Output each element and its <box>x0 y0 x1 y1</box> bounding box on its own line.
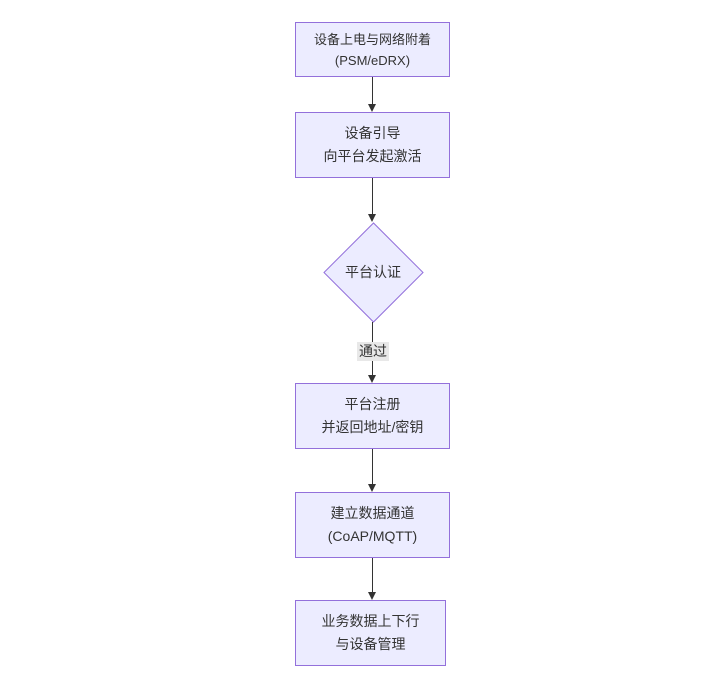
edge-5-arrowhead-icon <box>368 592 376 600</box>
node-bootstrap-activate-label: 设备引导 向平台发起激活 <box>323 125 422 164</box>
node-platform-auth-label: 平台认证 <box>345 264 401 280</box>
node-data-channel-label: 建立数据通道 (CoAP/MQTT) <box>327 505 418 544</box>
node-platform-register-label: 平台注册 并返回地址/密钥 <box>321 396 424 435</box>
node-business-data-device-mgmt-label: 业务数据上下行 与设备管理 <box>321 613 420 652</box>
edge-4-line <box>372 449 373 485</box>
node-platform-register: 平台注册 并返回地址/密钥 <box>295 383 450 449</box>
edge-3-arrowhead-icon <box>368 375 376 383</box>
edge-4-arrowhead-icon <box>368 484 376 492</box>
node-power-network-attach-label: 设备上电与网络附着 (PSM/eDRX) <box>313 31 431 68</box>
node-data-channel: 建立数据通道 (CoAP/MQTT) <box>295 492 450 558</box>
edge-1-arrowhead-icon <box>368 104 376 112</box>
node-platform-auth-decision: 平台认证 <box>322 221 424 323</box>
edge-2-line <box>372 178 373 215</box>
edge-label-pass: 通过 <box>357 342 389 361</box>
node-bootstrap-activate: 设备引导 向平台发起激活 <box>295 112 450 178</box>
edge-1-line <box>372 77 373 105</box>
edge-5-line <box>372 558 373 593</box>
node-power-network-attach: 设备上电与网络附着 (PSM/eDRX) <box>295 22 450 77</box>
node-business-data-device-mgmt: 业务数据上下行 与设备管理 <box>295 600 446 666</box>
edge-2-arrowhead-icon <box>368 214 376 222</box>
